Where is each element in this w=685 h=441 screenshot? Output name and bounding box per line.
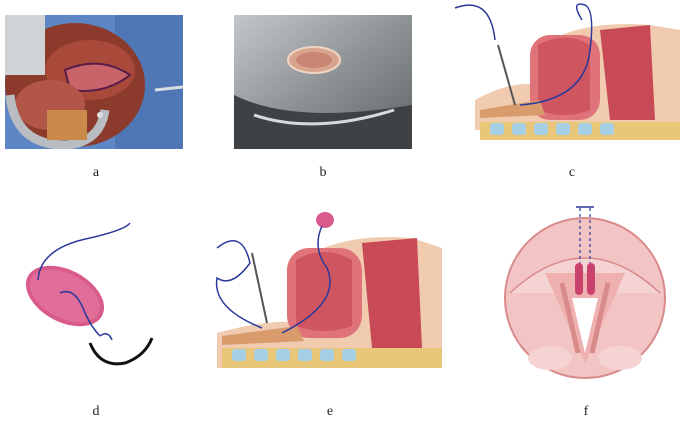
intraoperative-photo — [5, 15, 183, 149]
panel-f-illustration — [500, 203, 670, 383]
panel-c-label: c — [568, 165, 576, 180]
panel-e-label: e — [326, 404, 334, 419]
sagittal-needle-illustration — [454, 3, 680, 140]
laryngoscopic-view-illustration — [504, 206, 666, 379]
graft-suture-illustration — [25, 222, 154, 366]
panel-f-label: f — [583, 404, 589, 419]
panel-a-label: a — [92, 165, 100, 180]
sagittal-graft-placement-illustration — [215, 212, 442, 368]
panel-c-illustration — [450, 0, 680, 152]
panel-a-photo — [5, 15, 183, 149]
panel-d-illustration — [20, 218, 175, 373]
panel-d-label: d — [92, 404, 100, 419]
graft-tray-photo — [234, 15, 412, 149]
panel-b-photo — [234, 15, 412, 149]
panel-e-illustration — [212, 208, 442, 390]
panel-b-label: b — [319, 165, 327, 180]
